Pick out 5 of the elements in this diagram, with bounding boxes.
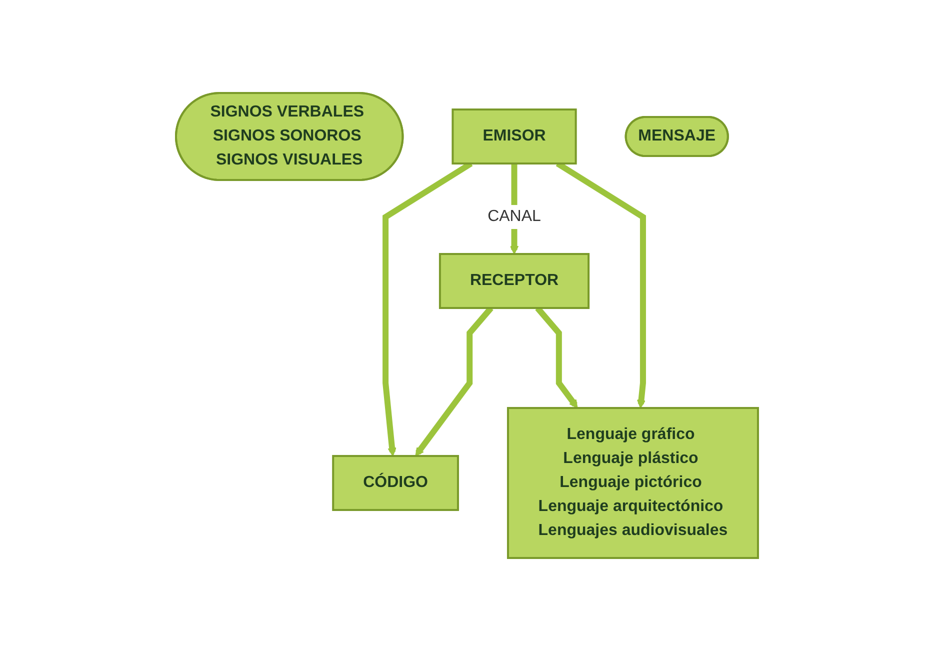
node-box: RECEPTOR — [438, 252, 590, 308]
node-box: CÓDIGO — [332, 454, 458, 510]
node-box: EMISOR — [451, 108, 576, 164]
edge-label: CANAL — [487, 207, 540, 224]
node-box: Lenguaje gráfico Lenguaje plástico Lenguaje pictórico Lenguaje arquitectónico Lenguajes audiovisuales — [506, 406, 758, 558]
